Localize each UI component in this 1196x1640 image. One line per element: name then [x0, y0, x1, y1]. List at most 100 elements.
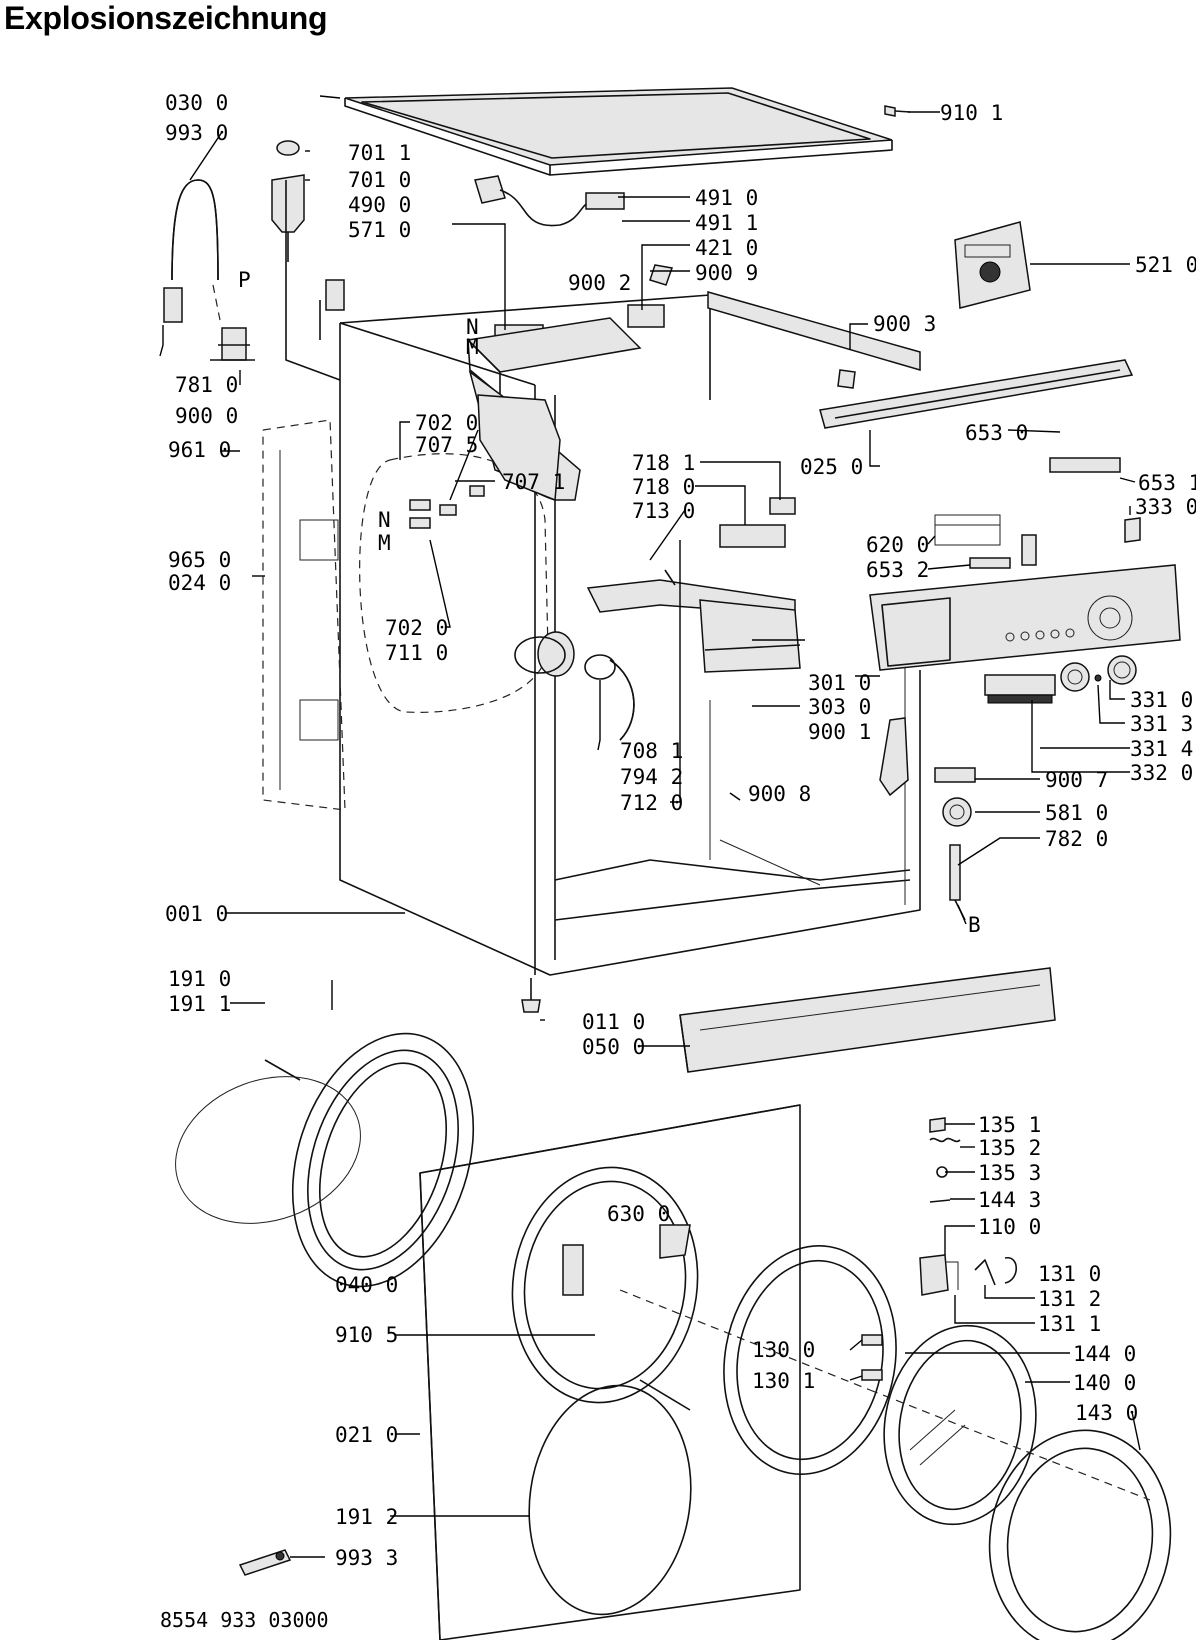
label-110-0: 110 0	[978, 1215, 1041, 1239]
part-number-labels: 030 0 993 0 701 1 701 0 490 0 571 0 491 …	[165, 91, 1196, 1570]
label-571-0: 571 0	[348, 218, 411, 242]
label-965-0: 965 0	[168, 548, 231, 572]
label-135-3: 135 3	[978, 1161, 1041, 1185]
label-910-5: 910 5	[335, 1323, 398, 1347]
label-332-0: 332 0	[1130, 761, 1193, 785]
label-144-0: 144 0	[1073, 1342, 1136, 1366]
label-718-1: 718 1	[632, 451, 695, 475]
label-521-0: 521 0	[1135, 253, 1196, 277]
label-331-0: 331 0	[1130, 688, 1193, 712]
label-135-2: 135 2	[978, 1136, 1041, 1160]
label-191-0: 191 0	[168, 967, 231, 991]
label-900-3: 900 3	[873, 312, 936, 336]
label-630-0: 630 0	[607, 1202, 670, 1226]
label-708-1: 708 1	[620, 739, 683, 763]
label-024-0: 024 0	[168, 571, 231, 595]
label-131-1: 131 1	[1038, 1312, 1101, 1336]
label-140-0: 140 0	[1073, 1371, 1136, 1395]
label-653-1: 653 1	[1138, 471, 1196, 495]
label-021-0: 021 0	[335, 1423, 398, 1447]
label-144-3: 144 3	[978, 1188, 1041, 1212]
label-782-0: 782 0	[1045, 827, 1108, 851]
label-718-0: 718 0	[632, 475, 695, 499]
label-m-mid: M	[378, 531, 391, 555]
label-653-2: 653 2	[866, 558, 929, 582]
label-421-0: 421 0	[695, 236, 758, 260]
label-581-0: 581 0	[1045, 801, 1108, 825]
label-900-0: 900 0	[175, 404, 238, 428]
label-191-2: 191 2	[335, 1505, 398, 1529]
label-794-2: 794 2	[620, 765, 683, 789]
pressure-valve	[319, 279, 345, 340]
label-702-0-b: 702 0	[385, 616, 448, 640]
label-711-0: 711 0	[385, 641, 448, 665]
label-900-1: 900 1	[808, 720, 871, 744]
label-130-1: 130 1	[752, 1369, 815, 1393]
label-781-0: 781 0	[175, 373, 238, 397]
label-130-0: 130 0	[752, 1338, 815, 1362]
label-301-0: 301 0	[808, 671, 871, 695]
label-961-0: 961 0	[168, 438, 231, 462]
label-135-1: 135 1	[978, 1113, 1041, 1137]
label-b: B	[968, 913, 981, 937]
label-491-1: 491 1	[695, 211, 758, 235]
small-hardware	[919, 1117, 1018, 1296]
label-653-0: 653 0	[965, 421, 1028, 445]
front-panel	[419, 1104, 871, 1640]
back-panel	[262, 419, 346, 811]
door-seal	[175, 1032, 475, 1288]
label-143-0: 143 0	[1075, 1401, 1138, 1425]
label-331-4: 331 4	[1130, 737, 1193, 761]
label-910-1: 910 1	[940, 101, 1003, 125]
label-m-top: M	[466, 335, 479, 359]
door-frame	[723, 1244, 1172, 1640]
part-drawings	[163, 87, 1181, 1640]
top-lid	[344, 87, 893, 176]
hose-bracket	[210, 327, 255, 361]
leader-lines	[159, 95, 1141, 1558]
label-030-0: 030 0	[165, 91, 228, 115]
label-993-3: 993 3	[335, 1546, 398, 1570]
label-011-0: 011 0	[582, 1010, 645, 1034]
label-331-3: 331 3	[1130, 712, 1193, 736]
label-025-0: 025 0	[800, 455, 863, 479]
label-707-5: 707 5	[415, 433, 478, 457]
label-333-0: 333 0	[1135, 495, 1196, 519]
label-191-1: 191 1	[168, 992, 231, 1016]
label-701-0: 701 0	[348, 168, 411, 192]
label-491-0: 491 0	[695, 186, 758, 210]
label-n-mid: N	[378, 508, 391, 532]
plinth	[679, 967, 1056, 1073]
label-001-0: 001 0	[165, 902, 228, 926]
label-040-0: 040 0	[335, 1273, 398, 1297]
label-p: P	[238, 268, 251, 292]
label-131-0: 131 0	[1038, 1262, 1101, 1286]
control-panel	[869, 564, 1181, 671]
label-050-0: 050 0	[582, 1035, 645, 1059]
control-rail	[819, 359, 1134, 429]
page-title: Explosionszeichnung	[4, 0, 328, 36]
inlet-hose	[163, 179, 221, 323]
label-702-0-a: 702 0	[415, 411, 478, 435]
electronic-module	[954, 221, 1031, 309]
document-number: 8554 933 03000	[160, 1608, 329, 1632]
label-900-9: 900 9	[695, 261, 758, 285]
detergent-drawer	[586, 579, 801, 673]
label-900-8: 900 8	[748, 782, 811, 806]
inlet-valve	[271, 140, 341, 381]
mains-cable	[474, 175, 625, 227]
label-131-2: 131 2	[1038, 1287, 1101, 1311]
label-620-0: 620 0	[866, 533, 929, 557]
label-490-0: 490 0	[348, 193, 411, 217]
label-707-1: 707 1	[502, 470, 565, 494]
label-303-0: 303 0	[808, 695, 871, 719]
label-701-1: 701 1	[348, 141, 411, 165]
label-713-0: 713 0	[632, 499, 695, 523]
label-n-top: N	[466, 315, 479, 339]
label-900-7: 900 7	[1045, 768, 1108, 792]
label-900-2: 900 2	[568, 271, 631, 295]
label-993-0: 993 0	[165, 121, 228, 145]
label-712-0: 712 0	[620, 791, 683, 815]
push-buttons	[984, 655, 1137, 704]
